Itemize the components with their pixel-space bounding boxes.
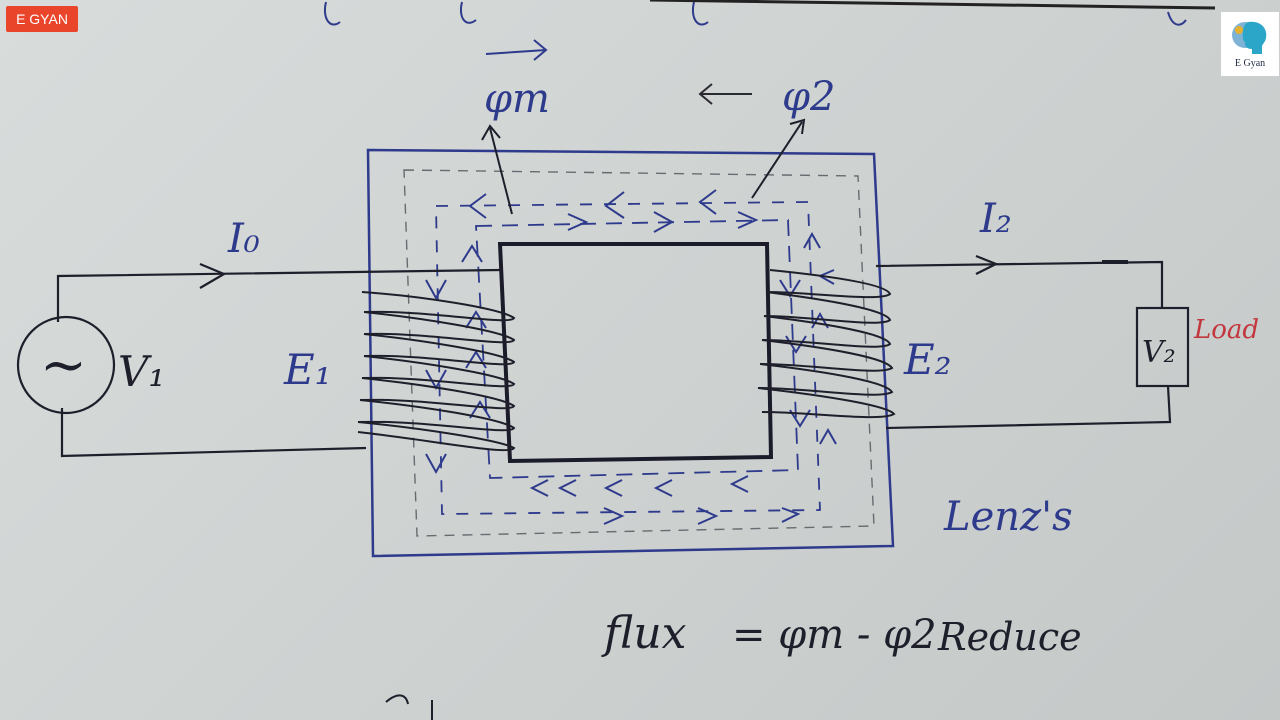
label-phi-m: φm (484, 76, 550, 122)
ac-source-circle (16, 315, 116, 415)
ac-source-symbol: ~ (40, 333, 87, 398)
primary-winding (357, 291, 516, 452)
label-I0: I₀ (227, 216, 260, 262)
top-ink-remnants (324, 0, 1216, 26)
load-box (1135, 306, 1190, 388)
primary-circuit (16, 262, 501, 458)
label-flux-word: flux (601, 608, 687, 659)
bottom-ink-remnants (385, 694, 433, 720)
flux-direction-arrows (425, 189, 837, 525)
brand-name: E Gyan (1234, 58, 1266, 69)
label-load: Load (1193, 315, 1259, 345)
label-phi-2: φ2 (782, 74, 835, 120)
transformer-core (366, 148, 895, 558)
label-flux-formula: = φm - φ2 (732, 612, 937, 658)
flux-label-arrows (481, 39, 806, 215)
mutual-flux-path (475, 219, 799, 479)
label-E1: E₁ (283, 345, 332, 394)
brand-logo: E Gyan (1221, 12, 1279, 76)
label-I2: I₂ (979, 196, 1012, 242)
head-silhouette-icon (1232, 21, 1267, 54)
channel-badge: E GYAN (6, 6, 78, 32)
label-E2: E₂ (903, 335, 952, 384)
label-V1: V₁ (118, 347, 165, 396)
label-reduce: Reduce (937, 615, 1082, 659)
secondary-winding (757, 269, 896, 419)
secondary-flux-path (435, 201, 821, 515)
label-V2: V₂ (1142, 335, 1176, 370)
secondary-circuit (875, 254, 1190, 430)
label-lenz: Lenz's (943, 494, 1073, 540)
